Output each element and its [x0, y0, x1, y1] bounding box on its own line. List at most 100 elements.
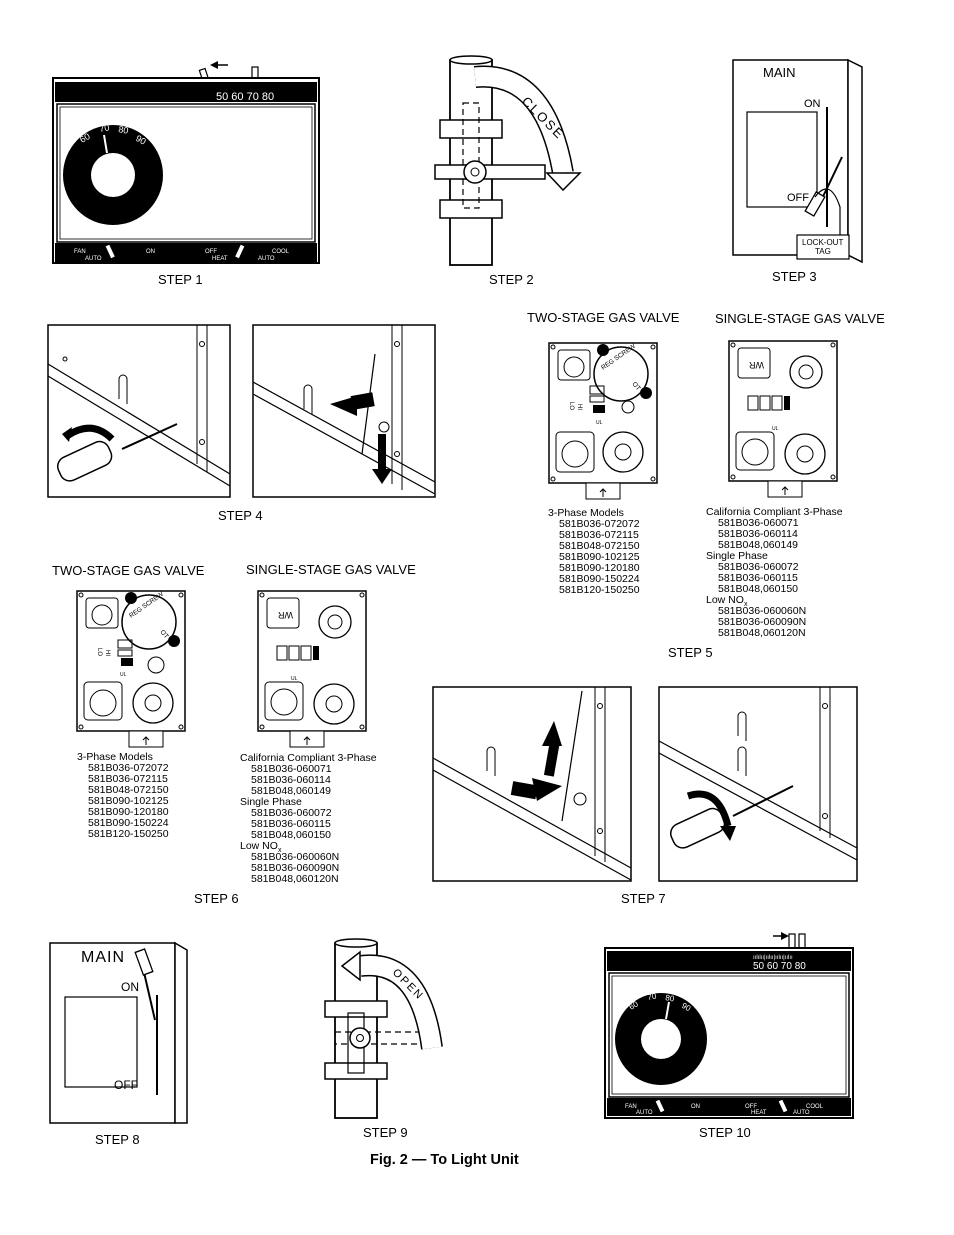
ca-model-5-1: 581B036-060114	[718, 528, 798, 540]
lownox-title-5: Low NOx	[706, 594, 748, 609]
step-8-label: STEP 8	[95, 1132, 140, 1147]
three-phase-title-5: 3-Phase Models	[548, 507, 624, 519]
svg-text:ON: ON	[691, 1104, 700, 1110]
svg-text:AUTO: AUTO	[258, 256, 275, 262]
ca-model-6-0: 581B036-060071	[251, 763, 332, 775]
figure-caption: Fig. 2 — To Light Unit	[370, 1152, 519, 1168]
two-stage-gas-valve-6: REG SCREW OT LO HI UL	[76, 590, 186, 748]
svg-text:OT: OT	[630, 381, 641, 392]
thermostat-step10: ıılılıı|ıılıı|ıılıı|ıılıı 50 60 70 80 60…	[604, 932, 854, 1119]
main-switch-off: MAIN ON OFF LOCK-OUT TAG	[732, 58, 863, 264]
two-stage-gas-valve-5: REG SCREW OT LO HI UL	[548, 342, 658, 500]
svg-text:LO: LO	[96, 648, 102, 656]
single-model-6-0: 581B036-060072	[251, 807, 332, 819]
single-stage-gas-valve-6: WR UL	[257, 590, 367, 748]
three-phase-model-6-1: 581B036-072115	[88, 773, 168, 785]
svg-text:HI: HI	[104, 650, 110, 656]
svg-text:ON: ON	[146, 249, 155, 255]
access-panel-remove	[252, 324, 436, 498]
single-model-6-2: 581B048,060150	[251, 829, 331, 841]
ca-title-5: California Compliant 3-Phase	[706, 506, 843, 518]
lownox-model-5-0: 581B036-060060N	[718, 605, 807, 617]
ca-title-6: California Compliant 3-Phase	[240, 752, 377, 764]
main-switch-on: MAIN ON OFF	[49, 941, 188, 1124]
single-title-5: Single Phase	[706, 550, 768, 562]
svg-text:WR: WR	[278, 610, 293, 620]
step-10-label: STEP 10	[699, 1125, 751, 1140]
three-phase-model-6-3: 581B090-102125	[88, 795, 169, 807]
svg-text:MAIN: MAIN	[81, 949, 125, 966]
svg-text:FAN: FAN	[625, 1104, 637, 1110]
step-7-label: STEP 7	[621, 891, 666, 906]
three-phase-model-5-0: 581B036-072072	[559, 518, 640, 530]
lownox-model-6-1: 581B036-060090N	[251, 862, 340, 874]
svg-text:COOL: COOL	[806, 1104, 824, 1110]
thermostat-step1: ıılılıı|ıılıı|ıılıı|ıılıı 50 60 70 80 50…	[52, 61, 320, 264]
two-stage-title-5: TWO-STAGE GAS VALVE	[527, 310, 680, 325]
svg-text:80: 80	[118, 124, 130, 136]
svg-text:COOL: COOL	[272, 249, 290, 255]
svg-text:50 60 70 80: 50 60 70 80	[753, 961, 806, 972]
single-stage-gas-valve-5: WR UL	[728, 340, 838, 498]
svg-text:HEAT: HEAT	[751, 1110, 767, 1116]
svg-text:AUTO: AUTO	[793, 1110, 810, 1116]
single-model-5-2: 581B048,060150	[718, 583, 798, 595]
three-phase-model-5-1: 581B036-072115	[559, 529, 639, 541]
svg-text:ON: ON	[121, 980, 139, 994]
single-model-6-1: 581B036-060115	[251, 818, 331, 830]
svg-text:ıılılıı|ıılıı|ıılıı|ıılıı: ıılılıı|ıılıı|ıılıı|ıılıı	[753, 955, 793, 961]
step-3-label: STEP 3	[772, 269, 817, 284]
two-stage-title-6: TWO-STAGE GAS VALVE	[52, 563, 205, 578]
three-phase-model-6-6: 581B120-150250	[88, 828, 169, 840]
lownox-model-6-0: 581B036-060060N	[251, 851, 340, 863]
three-phase-model-5-4: 581B090-120180	[559, 562, 640, 574]
three-phase-model-5-2: 581B048-072150	[559, 540, 640, 552]
svg-text:50 60 70 80: 50 60 70 80	[216, 91, 274, 103]
step-6-label: STEP 6	[194, 891, 239, 906]
ca-model-6-2: 581B048,060149	[251, 785, 331, 797]
three-phase-model-5-3: 581B090-102125	[559, 551, 640, 563]
gas-pipe-close: CLOSE	[434, 55, 582, 266]
svg-text:90: 90	[134, 133, 148, 147]
access-panel-replace	[432, 686, 632, 882]
lownox-model-5-1: 581B036-060090N	[718, 616, 807, 628]
three-phase-model-5-6: 581B120-150250	[559, 584, 640, 596]
svg-text:OT: OT	[158, 629, 169, 640]
svg-text:ON: ON	[804, 98, 821, 110]
step-5-label: STEP 5	[668, 645, 713, 660]
svg-text:OFF: OFF	[745, 1104, 757, 1110]
lownox-model-6-2: 581B048,060120N	[251, 873, 339, 885]
svg-text:70: 70	[647, 991, 658, 1002]
single-stage-title-5: SINGLE-STAGE GAS VALVE	[715, 311, 885, 326]
svg-text:60: 60	[78, 131, 92, 145]
ca-model-5-2: 581B048,060149	[718, 539, 798, 551]
svg-text:OFF: OFF	[205, 249, 217, 255]
svg-text:AUTO: AUTO	[636, 1110, 653, 1116]
svg-text:LOCK-OUT: LOCK-OUT	[802, 238, 843, 247]
step-2-label: STEP 2	[489, 272, 534, 287]
ca-model-6-1: 581B036-060114	[251, 774, 331, 786]
svg-text:FAN: FAN	[74, 249, 86, 255]
step-4-label: STEP 4	[218, 508, 263, 523]
gas-pipe-open: OPEN	[324, 938, 443, 1119]
single-model-5-1: 581B036-060115	[718, 572, 798, 584]
svg-text:HEAT: HEAT	[212, 256, 228, 262]
svg-text:OFF: OFF	[114, 1078, 138, 1092]
three-phase-model-6-5: 581B090-150224	[88, 817, 169, 829]
svg-text:HI: HI	[576, 404, 582, 410]
svg-text:LO: LO	[568, 402, 574, 410]
svg-text:80: 80	[665, 993, 676, 1004]
svg-text:MAIN: MAIN	[763, 65, 796, 80]
access-panel-unscrew	[47, 324, 231, 498]
svg-text:UL: UL	[120, 672, 127, 678]
single-stage-title-6: SINGLE-STAGE GAS VALVE	[246, 562, 416, 577]
svg-text:UL: UL	[291, 676, 298, 682]
svg-text:70: 70	[99, 122, 111, 134]
ca-model-5-0: 581B036-060071	[718, 517, 799, 529]
lownox-title-6: Low NOx	[240, 840, 282, 855]
three-phase-model-5-5: 581B090-150224	[559, 573, 640, 585]
step-1-label: STEP 1	[158, 272, 203, 287]
lownox-model-5-2: 581B048,060120N	[718, 627, 806, 639]
three-phase-model-6-4: 581B090-120180	[88, 806, 169, 818]
svg-text:AUTO: AUTO	[85, 256, 102, 262]
